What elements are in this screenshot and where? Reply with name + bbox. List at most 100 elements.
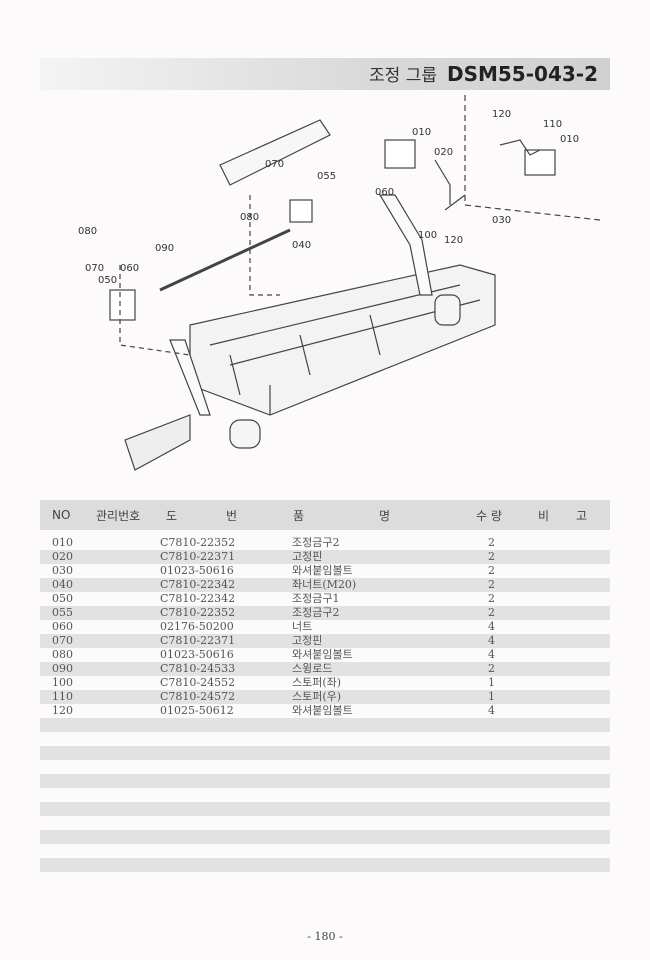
cell-name: 고정핀 bbox=[292, 634, 323, 647]
cell-no: 080 bbox=[52, 648, 73, 661]
empty-row bbox=[40, 788, 610, 802]
cell-dwg: C7810-22371 bbox=[160, 634, 236, 647]
group-code: DSM55-043-2 bbox=[446, 62, 598, 86]
cell-name: 와셔붙임볼트 bbox=[292, 704, 353, 717]
col-qty: 수 량 bbox=[476, 508, 502, 523]
cell-name: 조정금구2 bbox=[292, 606, 340, 619]
callout: 100 bbox=[418, 230, 437, 241]
cell-name: 스윙로드 bbox=[292, 662, 333, 675]
group-label: 조정 그룹 bbox=[369, 66, 437, 86]
callout: 070 bbox=[85, 263, 104, 274]
callout: 030 bbox=[492, 215, 511, 226]
cell-no: 100 bbox=[52, 676, 73, 689]
empty-row bbox=[40, 816, 610, 830]
cell-no: 055 bbox=[52, 606, 73, 619]
cell-name: 너트 bbox=[292, 620, 313, 633]
table-row: 120 01025-50612 와셔붙임볼트 4 bbox=[40, 704, 610, 718]
col-dwg-1: 도 bbox=[166, 508, 178, 523]
cell-qty: 2 bbox=[488, 662, 495, 675]
table-row: 020 C7810-22371 고정핀 2 bbox=[40, 550, 610, 564]
callout: 120 bbox=[444, 235, 463, 246]
cell-name: 고정핀 bbox=[292, 550, 323, 563]
cell-dwg: C7810-22342 bbox=[160, 592, 236, 605]
empty-row bbox=[40, 774, 610, 788]
callout: 110 bbox=[543, 119, 562, 130]
cell-no: 030 bbox=[52, 564, 73, 577]
table-row: 040 C7810-22342 좌너트(M20) 2 bbox=[40, 578, 610, 592]
cell-name: 조정금구2 bbox=[292, 536, 340, 549]
table-row: 055 C7810-22352 조정금구2 2 bbox=[40, 606, 610, 620]
cell-name: 스토퍼(좌) bbox=[292, 676, 342, 689]
empty-row bbox=[40, 760, 610, 774]
cell-qty: 2 bbox=[488, 550, 495, 563]
cell-no: 070 bbox=[52, 634, 73, 647]
cell-qty: 2 bbox=[488, 578, 495, 591]
page-number: - 180 - bbox=[307, 930, 343, 943]
cell-qty: 2 bbox=[488, 606, 495, 619]
cell-dwg: 01023-50616 bbox=[160, 564, 234, 577]
callout: 020 bbox=[434, 147, 453, 158]
cell-qty: 4 bbox=[488, 620, 495, 633]
callout: 070 bbox=[265, 159, 284, 170]
cell-name: 조정금구1 bbox=[292, 592, 340, 605]
cell-name: 좌너트(M20) bbox=[292, 578, 357, 591]
col-remark-1: 비 bbox=[538, 508, 550, 523]
empty-row bbox=[40, 830, 610, 844]
callout: 010 bbox=[560, 134, 579, 145]
cell-no: 040 bbox=[52, 578, 73, 591]
cell-dwg: C7810-24552 bbox=[160, 676, 236, 689]
callout: 010 bbox=[412, 127, 431, 138]
cell-qty: 4 bbox=[488, 634, 495, 647]
cell-qty: 2 bbox=[488, 564, 495, 577]
cell-name: 와셔붙임볼트 bbox=[292, 648, 353, 661]
cell-name: 와셔붙임볼트 bbox=[292, 564, 353, 577]
col-no: NO bbox=[52, 508, 71, 522]
callout: 090 bbox=[155, 243, 174, 254]
table-row: 010 C7810-22352 조정금구2 2 bbox=[40, 536, 610, 550]
empty-row bbox=[40, 802, 610, 816]
col-mgmt: 관리번호 bbox=[96, 508, 141, 523]
callout: 050 bbox=[98, 275, 117, 286]
cell-dwg: C7810-22352 bbox=[160, 536, 236, 549]
cell-name: 스토퍼(우) bbox=[292, 690, 342, 703]
callout: 060 bbox=[375, 187, 394, 198]
cell-dwg: C7810-22371 bbox=[160, 550, 236, 563]
cell-dwg: C7810-22352 bbox=[160, 606, 236, 619]
table-row: 080 01023-50616 와셔붙임볼트 4 bbox=[40, 648, 610, 662]
cell-dwg: 01025-50612 bbox=[160, 704, 234, 717]
table-row: 070 C7810-22371 고정핀 4 bbox=[40, 634, 610, 648]
table-header: NO 관리번호 도 번 품 명 수 량 비 고 bbox=[40, 500, 610, 530]
cell-dwg: 01023-50616 bbox=[160, 648, 234, 661]
cell-dwg: C7810-22342 bbox=[160, 578, 236, 591]
callout: 080 bbox=[78, 226, 97, 237]
cell-qty: 2 bbox=[488, 592, 495, 605]
cell-no: 120 bbox=[52, 704, 73, 717]
empty-row bbox=[40, 844, 610, 858]
cell-qty: 4 bbox=[488, 648, 495, 661]
col-name-2: 명 bbox=[379, 508, 391, 523]
col-remark-2: 고 bbox=[576, 508, 588, 523]
col-name-1: 품 bbox=[293, 508, 305, 523]
cell-no: 060 bbox=[52, 620, 73, 633]
table-row: 030 01023-50616 와셔붙임볼트 2 bbox=[40, 564, 610, 578]
cell-dwg: C7810-24533 bbox=[160, 662, 236, 675]
cell-no: 110 bbox=[52, 690, 73, 703]
empty-row bbox=[40, 872, 610, 886]
cell-qty: 2 bbox=[488, 536, 495, 549]
empty-row bbox=[40, 718, 610, 732]
callout: 120 bbox=[492, 109, 511, 120]
empty-row bbox=[40, 732, 610, 746]
empty-row bbox=[40, 746, 610, 760]
callout: 040 bbox=[292, 240, 311, 251]
cell-qty: 4 bbox=[488, 704, 495, 717]
cell-no: 020 bbox=[52, 550, 73, 563]
parts-diagram: 120 110 010 010 020 070 055 060 080 030 … bbox=[78, 95, 601, 471]
cell-no: 010 bbox=[52, 536, 73, 549]
col-dwg-2: 번 bbox=[226, 508, 238, 523]
